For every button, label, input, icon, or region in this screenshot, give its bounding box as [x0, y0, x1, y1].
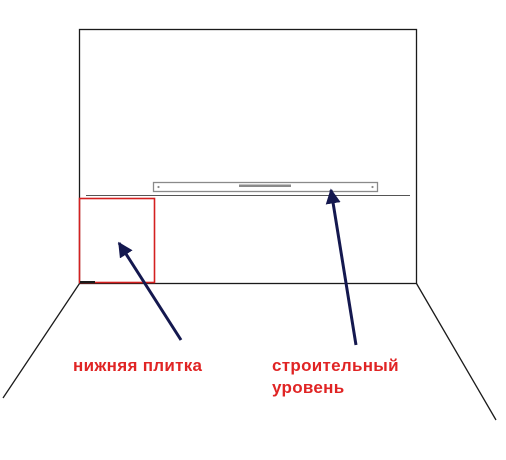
level-bubble-vial: [239, 184, 291, 187]
floor-edge-left: [2, 283, 81, 399]
bottom-tile: [78, 197, 156, 284]
label-level-line2: уровень: [272, 378, 345, 397]
label-construction-level: строительный уровень: [272, 355, 399, 399]
floor-edge-right: [415, 283, 497, 421]
construction-level: [152, 181, 379, 193]
label-bottom-tile: нижняя плитка: [73, 356, 203, 375]
label-level-line1: строительный: [272, 356, 399, 375]
level-hole-right: [371, 185, 374, 189]
back-wall: [78, 28, 418, 285]
arrow-to-tile: [117, 241, 183, 341]
arrow-to-level: [325, 188, 358, 346]
level-hole-left: [157, 185, 160, 189]
